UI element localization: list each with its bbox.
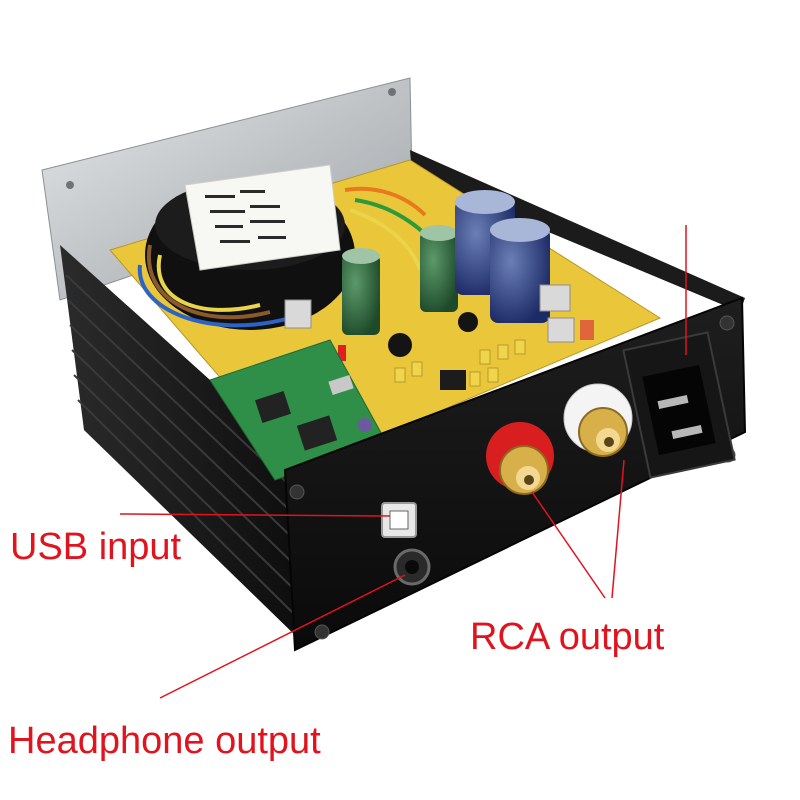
front-screw-top-right bbox=[719, 315, 735, 331]
left-side-panel bbox=[60, 245, 310, 640]
heatsink-fins bbox=[65, 274, 301, 621]
usb-pointer-line bbox=[119, 513, 391, 517]
capacitors bbox=[342, 190, 550, 335]
rca-jack-icon bbox=[486, 422, 554, 495]
wire-bundle bbox=[137, 186, 442, 328]
headphone-output-label: Headphone output bbox=[8, 720, 321, 762]
rca-output-label: RCA output bbox=[470, 616, 665, 658]
usb-input-label: USB input bbox=[10, 526, 182, 568]
toroidal-transformer bbox=[145, 164, 355, 330]
annotation-lines bbox=[119, 225, 687, 699]
headphone-jack-icon bbox=[393, 548, 431, 586]
iec-power-socket-icon bbox=[622, 331, 736, 479]
headphone-pointer-line bbox=[159, 574, 406, 699]
rca-jack-icon bbox=[563, 383, 633, 457]
front-screw-bottom-left bbox=[314, 624, 330, 640]
right-side-wall bbox=[410, 150, 745, 312]
usb-b-port-icon bbox=[381, 502, 417, 538]
back-plate-hole-right bbox=[388, 88, 396, 96]
back-plate-hole-left bbox=[66, 181, 74, 189]
rca-pointer-line-left bbox=[531, 491, 606, 599]
front-screw-top-left bbox=[289, 484, 305, 500]
small-components bbox=[284, 284, 594, 390]
xmos-daughter-board bbox=[209, 339, 386, 481]
rca-pointer-line-right bbox=[611, 459, 625, 599]
